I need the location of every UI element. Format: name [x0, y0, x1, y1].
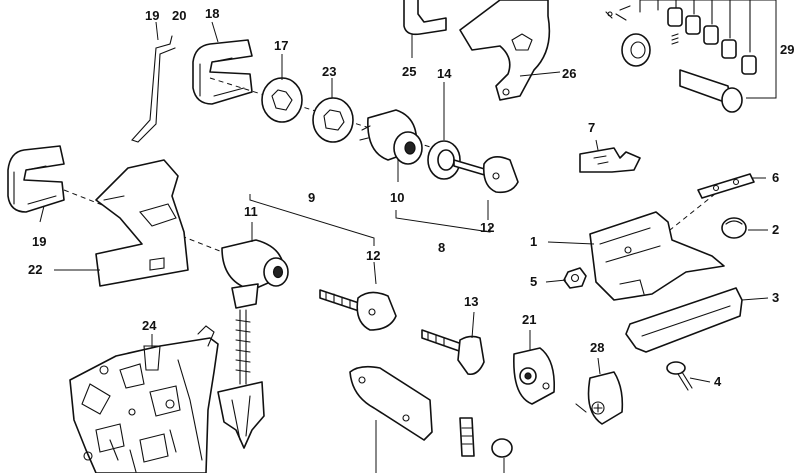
callout-28: 28 — [590, 340, 604, 355]
part-operating-lever — [459, 0, 551, 101]
callout-labels: 19 20 18 17 23 25 14 26 29 7 6 2 1 5 3 4… — [28, 6, 794, 389]
part-catch-plate — [579, 147, 641, 173]
part-clip-bracket — [403, 0, 447, 36]
leader-lines — [39, 21, 769, 473]
callout-8: 8 — [438, 240, 445, 255]
callout-23: 23 — [322, 64, 336, 79]
part-plug — [721, 217, 747, 239]
callout-6: 6 — [772, 170, 779, 185]
callout-2: 2 — [772, 222, 779, 237]
part-door-latch — [69, 325, 219, 473]
callout-29: 29 — [780, 42, 794, 57]
part-retaining-clip-left — [7, 145, 65, 213]
callout-12-mid: 12 — [366, 248, 380, 263]
callout-18: 17 — [274, 38, 288, 53]
part-cylinder-bezel — [427, 140, 461, 180]
callout-20: 19 — [145, 8, 159, 23]
part-pin — [459, 417, 475, 457]
part-spring-washer — [261, 77, 303, 123]
callout-19-top: 18 — [205, 6, 219, 21]
callout-25: 25 — [402, 64, 416, 79]
callout-26: 26 — [562, 66, 576, 81]
part-handle-bracket — [589, 211, 725, 301]
part-cap-28 — [575, 371, 624, 425]
part-lock-plate — [312, 97, 354, 143]
part-cylinder-cap — [513, 347, 556, 405]
part-nut — [563, 267, 587, 289]
callout-13: 13 — [464, 294, 478, 309]
part-key-13 — [421, 329, 485, 376]
part-cover-plate — [349, 365, 433, 441]
part-lock-cylinder-10 — [359, 109, 423, 165]
part-retaining-clip-top — [192, 39, 253, 105]
callout-24: 24 — [142, 318, 157, 333]
callout-3: 3 — [772, 290, 779, 305]
part-key-top — [453, 156, 519, 194]
part-key-middle — [319, 289, 397, 331]
part-lock-cylinder-11 — [217, 239, 289, 449]
part-lock-repair-kit — [605, 0, 777, 113]
part-screw — [666, 361, 693, 391]
callout-4: 4 — [714, 374, 722, 389]
callout-14: 21 — [522, 312, 536, 327]
part-small-cap — [491, 438, 513, 458]
callout-12-top: 12 — [480, 220, 494, 235]
callout-11: 11 — [244, 204, 258, 219]
callout-7: 7 — [588, 120, 595, 135]
part-outer-handle — [625, 287, 743, 353]
callout-19-left: 19 — [32, 234, 46, 249]
callout-21: 20 — [172, 8, 186, 23]
callout-22: 22 — [28, 262, 42, 277]
part-lock-rod-pin — [697, 173, 755, 199]
callout-17: 14 — [437, 66, 452, 81]
callout-5: 5 — [530, 274, 537, 289]
part-lock-rod — [131, 35, 176, 143]
assembly-axis-left — [63, 189, 231, 256]
callout-10: 10 — [390, 190, 404, 205]
callout-9: 9 — [308, 190, 315, 205]
callout-1: 1 — [530, 234, 537, 249]
part-lock-housing — [95, 159, 189, 287]
